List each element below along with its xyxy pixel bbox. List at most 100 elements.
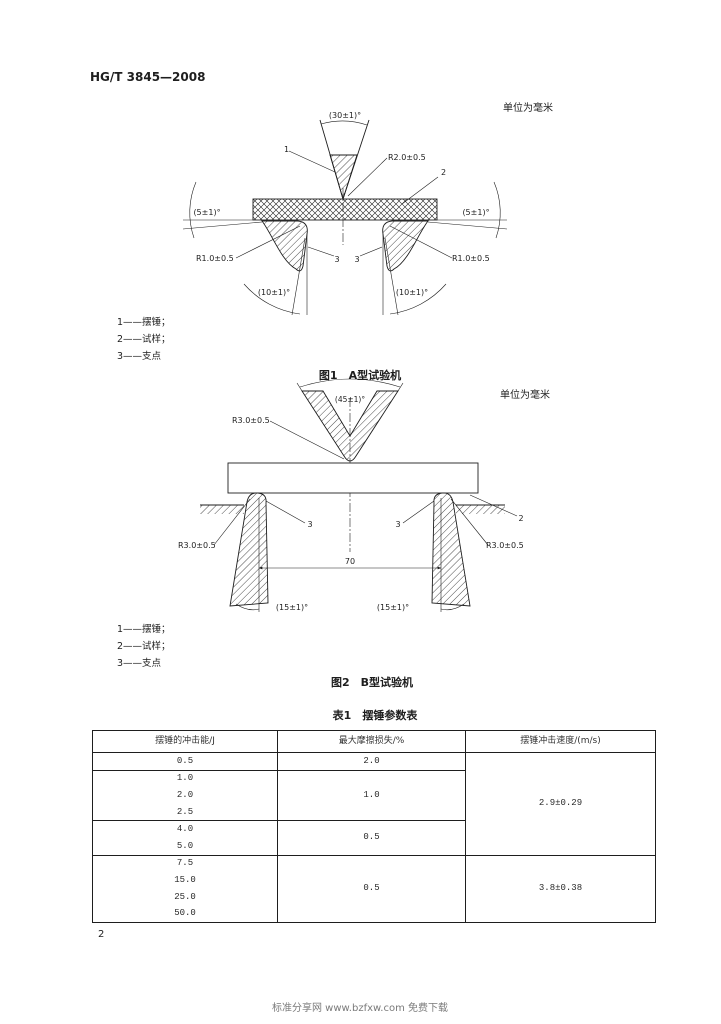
column-header-speed: 摆锤冲击速度/(m/s): [465, 730, 656, 753]
figure-2-unit-note: 单位为毫米: [500, 388, 550, 401]
figure-1-right-radius-leader: [389, 225, 453, 259]
figure-2-legend-item-3: 3——支点: [117, 658, 162, 669]
figure-2-striker-radius-leader: [269, 420, 345, 460]
figure-1-left-lower-incline: [291, 237, 306, 316]
figure-2-striker-radius: R3.0±0.5: [232, 416, 270, 425]
figure-2-callout-right-support-leader: [402, 500, 435, 524]
friction-loss-cell: 1.0: [277, 769, 466, 821]
energy-cell: 7.5: [92, 854, 278, 873]
figure-2-left-lower-angle: (15±1)°: [276, 603, 308, 612]
figure-2-left-support-radius: R3.0±0.5: [178, 541, 216, 550]
energy-cell: 0.5: [92, 752, 278, 771]
column-header-friction-loss: 最大摩擦损失/%: [277, 730, 466, 753]
friction-loss-cell: 0.5: [277, 854, 466, 923]
figure-1-legend-item-1: 1——摆锤；: [117, 317, 171, 328]
figure-2-right-lower-angle: (15±1)°: [377, 603, 409, 612]
figure-1-callout-left-support-leader: [307, 246, 335, 257]
figure-2-right-support-radius: R3.0±0.5: [486, 541, 524, 550]
standard-number: HG/T 3845—2008: [90, 70, 206, 84]
friction-loss-cell: 2.0: [277, 752, 466, 771]
figure-2-callout-left-support: 3: [307, 520, 312, 529]
figure-1-right-lower-angle: (10±1)°: [396, 288, 428, 297]
energy-cell: 5.0: [92, 837, 278, 856]
figure-1-right-support-angle: (5±1)°: [462, 208, 489, 217]
figure-1-striker-radius: R2.0±0.5: [388, 153, 426, 162]
figure-1-callout-left-support: 3: [334, 255, 339, 264]
figure-1-left-incline-ref: [182, 221, 263, 230]
table-row: 7.5 0.5 3.8±0.38: [92, 854, 656, 923]
friction-loss-cell: 0.5: [277, 820, 466, 856]
figure-2-right-ground-hatch: [456, 505, 505, 514]
figure-1-left-support-angle: (5±1)°: [193, 208, 220, 217]
figure-1-callout-specimen: 2: [441, 168, 446, 177]
impact-speed-cell: 3.8±0.38: [465, 854, 656, 923]
figure-1-right-angle-arc: [493, 181, 501, 239]
energy-cell: 50.0: [92, 905, 278, 923]
energy-cell: 2.5: [92, 803, 278, 821]
table-row: 2.5: [92, 803, 656, 821]
column-header-energy: 摆锤的冲击能/J: [92, 730, 278, 753]
figure-2-left-support: [229, 492, 269, 607]
figure-2-callout-specimen: 2: [518, 514, 523, 523]
page-number: 2: [98, 929, 105, 940]
table-row: 25.0: [92, 888, 656, 906]
figure-2-left-lower-arc: [235, 603, 260, 611]
figure-1-striker-radius-leader: [347, 157, 388, 197]
figure-1-right-lower-incline: [384, 237, 399, 316]
figure-2-right-support: [431, 492, 471, 607]
figure-1-left-lower-angle: (10±1)°: [258, 288, 290, 297]
table-header-row: 摆锤的冲击能/J 最大摩擦损失/% 摆锤冲击速度/(m/s): [92, 730, 656, 753]
energy-cell: 15.0: [92, 872, 278, 889]
figure-1-unit-note: 单位为毫米: [503, 101, 553, 114]
footer-watermark: 标准分享网 www.bzfxw.com 免费下载: [272, 1003, 448, 1014]
figure-2-left-ground-hatch: [200, 505, 244, 514]
figure-2-specimen: [227, 462, 479, 494]
figure-1-left-support: [261, 220, 308, 272]
striker-left-extension: [296, 382, 303, 392]
figure-2-right-lower-arc: [440, 603, 465, 611]
figure-2-pendulum-striker: [296, 378, 404, 462]
table-row: 15.0: [92, 872, 656, 889]
figure-2-b-type-tester: 单位为毫米 (45±1)° R3.0±0.5 2 3 3 R3.0±0.5 R3…: [178, 378, 550, 612]
figure-1-right-support: [382, 220, 429, 272]
figure-1-specimen: [252, 198, 438, 221]
striker-hatched-section: [329, 154, 358, 201]
energy-cell: 1.0: [92, 769, 278, 788]
table-row: 5.0: [92, 837, 656, 856]
figure-2-legend-item-2: 2——试样；: [117, 641, 171, 652]
table-1-title: 表1 摆锤参数表: [332, 709, 418, 722]
striker-hatched-wedge: [301, 390, 399, 462]
energy-cell: 2.0: [92, 787, 278, 804]
figure-1-callout-right-support-leader: [359, 246, 383, 257]
figure-1-pendulum-striker: [319, 119, 370, 201]
figure-1-right-support-radius: R1.0±0.5: [452, 254, 490, 263]
striker-angle-arc: [320, 120, 368, 126]
energy-cell: 4.0: [92, 820, 278, 838]
figure-1-left-radius-leader: [235, 225, 301, 259]
figure-2-right-radius-leader: [450, 498, 489, 546]
figure-1-callout-right-support: 3: [354, 255, 359, 264]
figure-1-left-support-radius: R1.0±0.5: [196, 254, 234, 263]
figure-1-legend-item-3: 3——支点: [117, 351, 162, 362]
figure-2-caption: 图2 B型试验机: [330, 676, 414, 689]
striker-angle-arc: [299, 378, 401, 388]
figure-1-left-lower-arc: [243, 283, 301, 315]
table-row: 2.0: [92, 787, 656, 804]
energy-cell: 25.0: [92, 888, 278, 906]
figure-1-right-incline-ref: [427, 221, 508, 230]
figure-1-callout-striker: 1: [284, 145, 289, 154]
figure-1-striker-angle: (30±1)°: [329, 111, 361, 120]
figure-2-left-radius-leader: [213, 498, 251, 546]
pendulum-parameter-table: 摆锤的冲击能/J 最大摩擦损失/% 摆锤冲击速度/(m/s) 0.5 2.0 2…: [92, 730, 656, 923]
figure-1-a-type-tester: 单位为毫米 (30±1)° 1 R2.0±0.5 2 (5±1)° (5±1)°…: [182, 101, 553, 316]
table-row: 50.0: [92, 905, 656, 923]
table-row: 0.5 2.0 2.9±0.29: [92, 752, 656, 856]
figure-2-support-span: 70: [345, 557, 355, 566]
figure-1-legend-item-2: 2——试样；: [117, 334, 171, 345]
figure-2-legend-item-1: 1——摆锤；: [117, 624, 171, 635]
figure-1-right-lower-arc: [389, 283, 447, 315]
figure-2-callout-left-support-leader: [265, 500, 306, 524]
table-row: 1.0 1.0: [92, 769, 656, 821]
figure-1-left-angle-arc: [189, 181, 197, 239]
